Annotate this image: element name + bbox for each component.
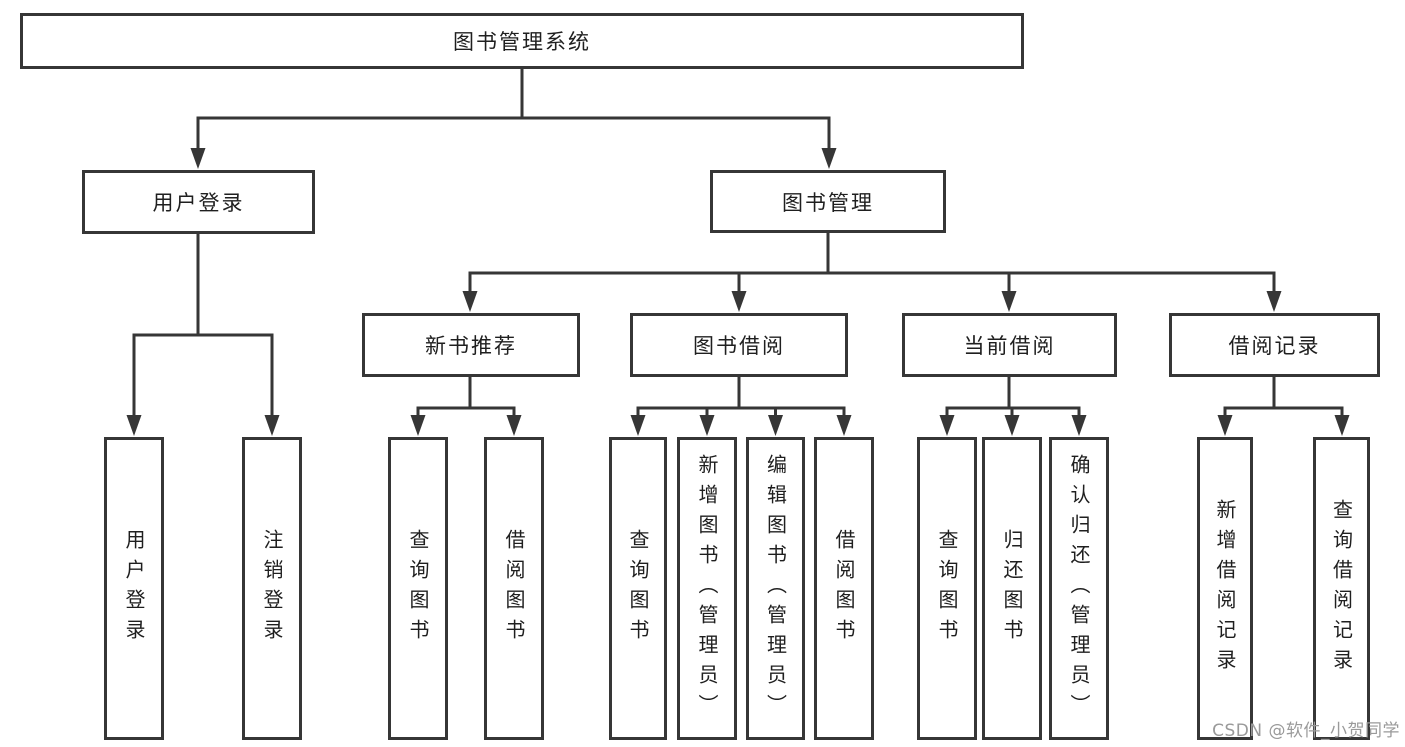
connector-current-borrowing-branch xyxy=(945,377,1081,417)
arrowhead-icon xyxy=(126,415,142,436)
arrowhead-icon xyxy=(821,148,837,169)
arrowhead-icon xyxy=(1266,291,1282,312)
connector-book-management-branch xyxy=(468,233,1276,292)
arrowhead-icon xyxy=(768,415,783,436)
leaf-borrow-books-borrowing: 借阅图书 xyxy=(814,437,874,740)
leaf-edit-books-admin: 编辑图书（管理员） xyxy=(746,437,805,740)
arrowhead-icon xyxy=(190,148,206,169)
connector-borrowing-records-branch xyxy=(1223,377,1344,417)
leaf-query-books-recommend: 查询图书 xyxy=(388,437,448,740)
leaf-add-books-admin: 新增图书（管理员） xyxy=(677,437,737,740)
arrowhead-icon xyxy=(1071,415,1087,436)
arrowhead-icon xyxy=(630,415,646,436)
node-borrowing-records: 借阅记录 xyxy=(1169,313,1380,377)
arrowhead-icon xyxy=(462,291,478,312)
node-book-management: 图书管理 xyxy=(710,170,946,233)
leaf-logout: 注销登录 xyxy=(242,437,302,740)
node-current-borrowing: 当前借阅 xyxy=(902,313,1117,377)
arrowhead-icon xyxy=(939,415,955,436)
arrowhead-icon xyxy=(699,415,715,436)
arrowhead-icon xyxy=(731,291,747,312)
leaf-query-borrow-record: 查询借阅记录 xyxy=(1313,437,1370,740)
arrowhead-group xyxy=(126,148,1350,436)
arrowhead-icon xyxy=(1334,415,1350,436)
node-new-book-recommendation: 新书推荐 xyxy=(362,313,580,377)
connector-new-book-recommendation-branch xyxy=(416,377,516,417)
leaf-query-books-current: 查询图书 xyxy=(917,437,977,740)
leaf-user-login: 用户登录 xyxy=(104,437,164,740)
node-book-borrowing: 图书借阅 xyxy=(630,313,848,377)
arrowhead-icon xyxy=(506,415,522,436)
leaf-confirm-return-admin: 确认归还（管理员） xyxy=(1049,437,1109,740)
leaf-borrow-books-recommend: 借阅图书 xyxy=(484,437,544,740)
arrowhead-icon xyxy=(264,415,280,436)
leaf-return-books: 归还图书 xyxy=(982,437,1042,740)
connector-book-borrowing-branch xyxy=(636,377,846,417)
arrowhead-icon xyxy=(836,415,852,436)
csdn-watermark: CSDN @软件_小贺同学 xyxy=(1212,721,1400,741)
arrowhead-icon xyxy=(1001,291,1017,312)
leaf-add-borrow-record: 新增借阅记录 xyxy=(1197,437,1253,740)
node-library-management-system: 图书管理系统 xyxy=(20,13,1024,69)
connector-path-group xyxy=(132,69,1344,417)
node-user-login: 用户登录 xyxy=(82,170,315,234)
connector-root-to-level2 xyxy=(196,69,831,150)
arrowhead-icon xyxy=(1004,415,1020,436)
leaf-query-books-borrowing: 查询图书 xyxy=(609,437,667,740)
connector-user-login-branch xyxy=(132,234,274,416)
arrowhead-icon xyxy=(1217,415,1233,436)
arrowhead-icon xyxy=(410,415,426,436)
